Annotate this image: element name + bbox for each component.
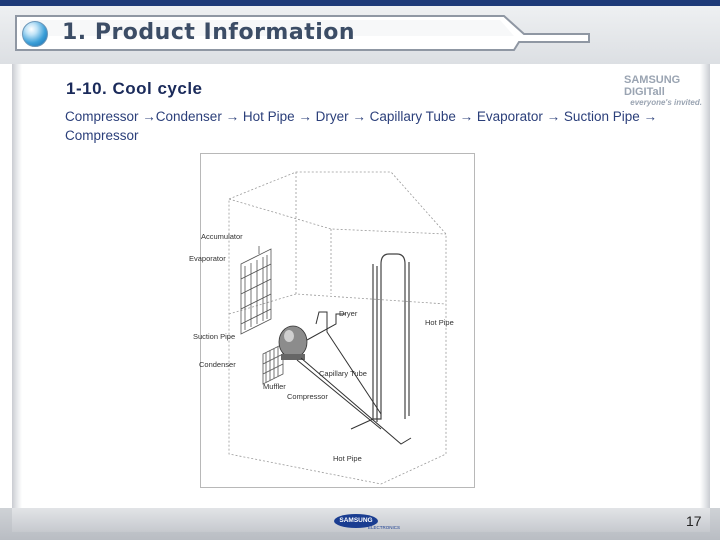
header-bar: 1. Product Information [0,6,720,64]
logo-line1: SAMSUNG DIGITall [624,74,681,98]
top-accent-strip [0,0,720,6]
refrigerator-cool-cycle-diagram: Accumulator Evaporator Suction Pipe Cond… [189,153,475,488]
diagram-drawing [228,171,447,485]
label-hot-pipe-right: Hot Pipe [425,318,454,327]
logo-line2: everyone's invited. [630,98,702,107]
label-compressor: Compressor [287,392,328,401]
compressor-shape [278,325,308,360]
bullet-orb-icon [22,21,48,47]
label-accumulator: Accumulator [201,232,243,241]
label-capillary-tube: Capillary Tube [319,369,367,378]
samsung-electronics-text: ELECTRONICS [368,525,401,530]
label-suction-pipe: Suction Pipe [193,332,236,341]
label-dryer: Dryer [339,309,358,318]
label-evaporator: Evaporator [189,254,226,263]
label-hot-pipe-bottom: Hot Pipe [333,454,362,463]
label-condenser: Condenser [199,360,236,369]
page-title: 1. Product Information [62,20,356,45]
label-muffler: Muffler [263,382,286,391]
samsung-logo: SAMSUNG [334,514,378,528]
cool-cycle-flow-text: Compressor →Condenser → Hot Pipe → Dryer… [65,109,657,143]
samsung-digitall-logo: SAMSUNG DIGITall everyone's invited. [624,74,708,107]
page-number: 17 [686,513,702,529]
section-title: 1-10. Cool cycle [66,79,203,98]
title-tab [14,12,594,52]
